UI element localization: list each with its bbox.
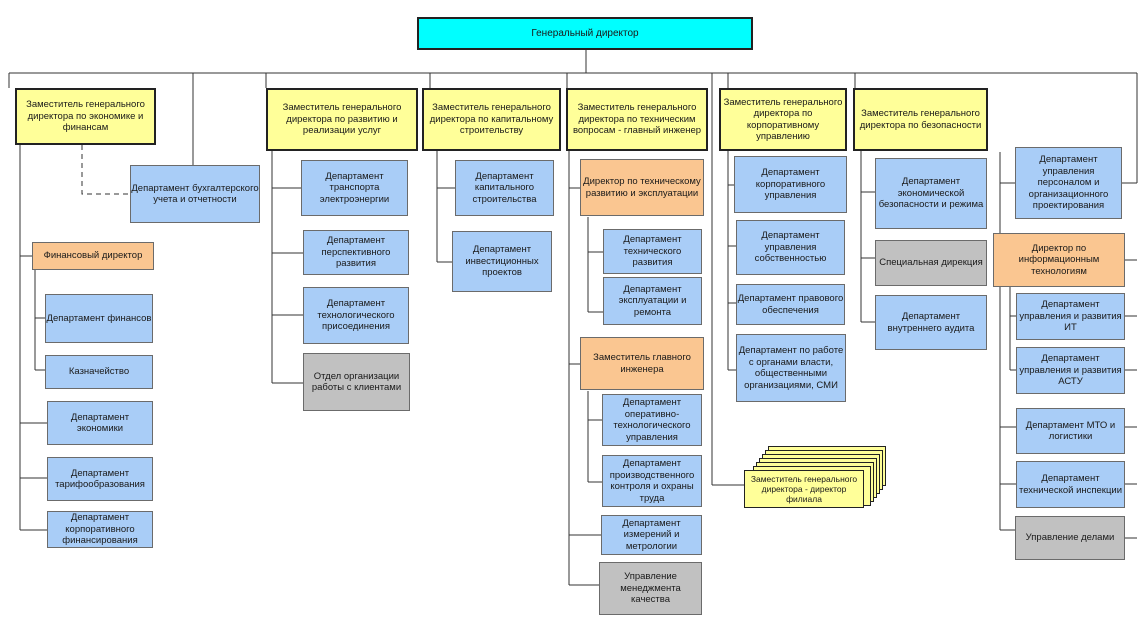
dept-gov-relations-box: Департамент по работе с органами власти,…	[736, 334, 846, 402]
deputy-corporate-box: Заместитель генерального директора по ко…	[719, 88, 847, 151]
deputy-security-box: Заместитель генерального директора по бе…	[853, 88, 988, 151]
tech-director-box: Директор по техническому развитию и эксп…	[580, 159, 704, 216]
deputy-economics-box: Заместитель генерального директора по эк…	[15, 88, 156, 145]
dept-production-control-box: Департамент производственного контроля и…	[602, 455, 702, 507]
dept-corp-finance-box: Департамент корпоративного финансировани…	[47, 511, 153, 548]
deputy-chief-engineer-box: Заместитель главного инженера	[580, 337, 704, 390]
admin-affairs-box: Управление делами	[1015, 516, 1125, 560]
dept-tech-inspection-box: Департамент технической инспекции	[1016, 461, 1125, 508]
dept-legal-box: Департамент правового обеспечения	[736, 284, 845, 325]
dept-finance-box: Департамент финансов	[45, 294, 153, 343]
dept-tariff-box: Департамент тарифообразования	[47, 457, 153, 501]
dept-logistics-box: Департамент МТО и логистики	[1016, 408, 1125, 454]
dept-corp-gov-box: Департамент корпоративного управления	[734, 156, 847, 213]
dept-economics-box: Департамент экономики	[47, 401, 153, 445]
financial-director-box: Финансовый директор	[32, 242, 154, 270]
dept-tech-dev-box: Департамент технического развития	[603, 229, 702, 274]
dept-metrology-box: Департамент измерений и метрологии	[601, 515, 702, 555]
dept-operational-box: Департамент оперативно-технологического …	[602, 394, 702, 446]
deputy-construction-box: Заместитель генерального директора по ка…	[422, 88, 561, 151]
it-director-box: Директор по информационным технологиям	[993, 233, 1125, 287]
dept-econ-security-box: Департамент экономической безопасности и…	[875, 158, 987, 229]
quality-management-box: Управление менеджмента качества	[599, 562, 702, 615]
branch-director-box: Заместитель генерального директора - дир…	[744, 470, 864, 508]
treasury-box: Казначейство	[45, 355, 153, 389]
general-director-box: Генеральный директор	[417, 17, 753, 50]
dept-asu-box: Департамент управления и развития АСТУ	[1016, 347, 1125, 394]
dept-tech-connection-box: Департамент технологического присоединен…	[303, 287, 409, 344]
deputy-development-box: Заместитель генерального директора по ра…	[266, 88, 418, 151]
dept-property-box: Департамент управления собственностью	[736, 220, 845, 275]
client-service-box: Отдел организации работы с клиентами	[303, 353, 410, 411]
dept-perspective-box: Департамент перспективного развития	[303, 230, 409, 275]
deputy-technical-box: Заместитель генерального директора по те…	[566, 88, 708, 151]
dept-transport-box: Департамент транспорта электроэнергии	[301, 160, 408, 216]
dept-accounting-box: Департамент бухгалтерского учета и отчет…	[130, 165, 260, 223]
special-directorate-box: Специальная дирекция	[875, 240, 987, 286]
dept-exploitation-box: Департамент эксплуатации и ремонта	[603, 277, 702, 325]
dept-investment-box: Департамент инвестиционных проектов	[452, 231, 552, 292]
dept-hr-box: Департамент управления персоналом и орга…	[1015, 147, 1122, 219]
dept-capital-box: Департамент капитального строительства	[455, 160, 554, 216]
dept-it-box: Департамент управления и развития ИТ	[1016, 293, 1125, 340]
dept-internal-audit-box: Департамент внутреннего аудита	[875, 295, 987, 350]
